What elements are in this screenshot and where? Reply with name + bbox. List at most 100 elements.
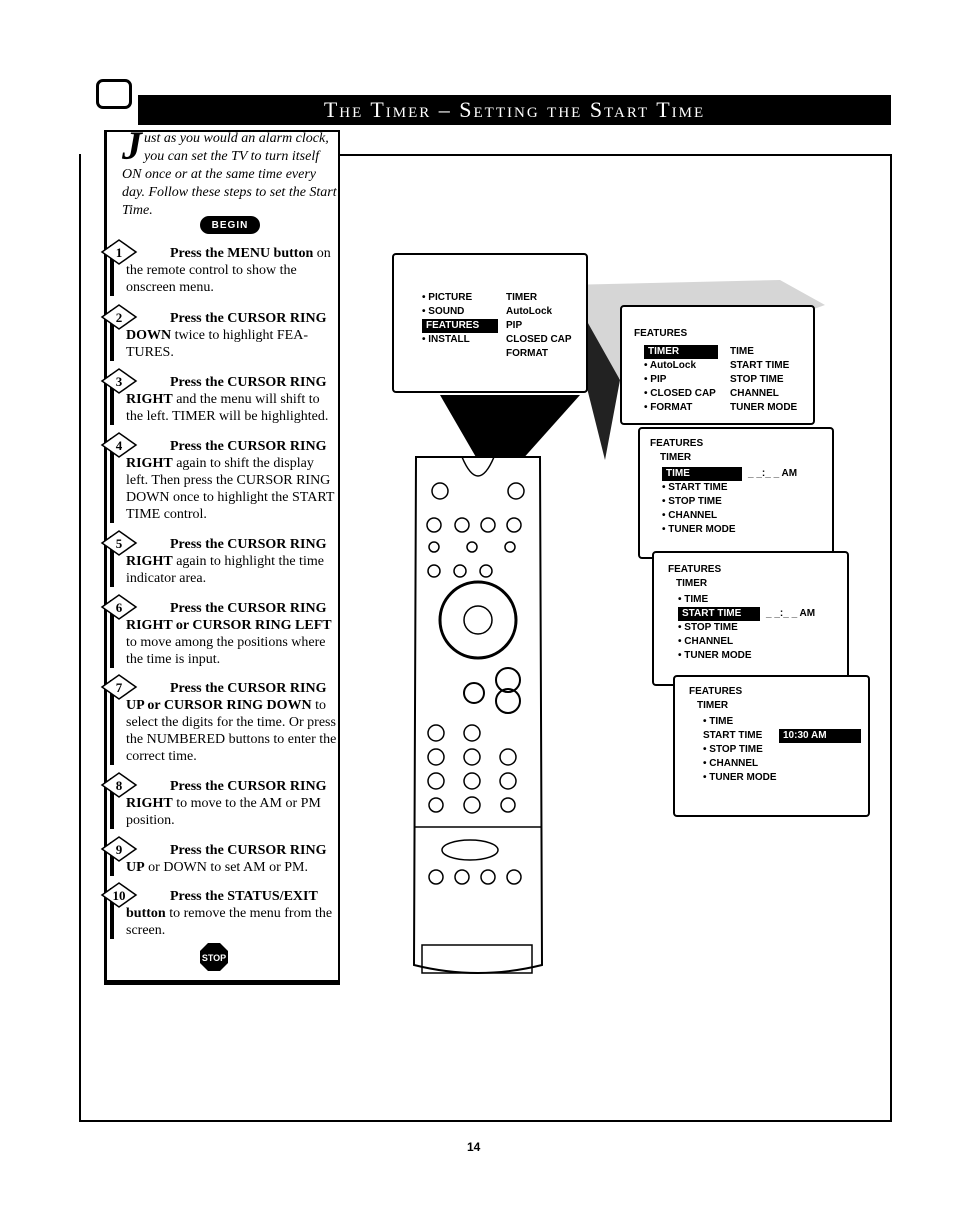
menu4-time-value: _ _:_ _ AM [766,608,816,619]
step-bold-text: Press the MENU button [170,246,314,261]
step-number: 4 [116,438,123,453]
step-number-diamond-icon: 9 [100,836,138,862]
step-rest-text: to move among the positions where the ti… [126,635,326,667]
step-number: 1 [116,245,123,260]
step-number: 9 [116,842,123,857]
step-rest-text: again to highlight the time indicator ar… [126,554,324,586]
step-number: 2 [116,310,123,325]
step-number-diamond-icon: 7 [100,674,138,700]
menu1-item: PIP [506,320,523,331]
step-number: 8 [116,778,123,793]
menu3-item: • TUNER MODE [662,524,736,535]
tv-menu-timer-3: FEATURES TIMER • TIME START TIME • STOP … [673,675,870,817]
stop-label: STOP [202,953,226,963]
menu5-subtitle: TIMER [697,700,729,711]
menu2-item: • AutoLock [644,360,697,371]
menu4-item-highlighted: START TIME [678,607,760,621]
step-rest-text: to select the digits for the time. Or pr… [126,698,337,764]
menu3-items: TIME • START TIME • STOP TIME • CHANNEL … [662,467,742,537]
menu2-item: START TIME [730,360,790,371]
step-bold-text: Press the CURSOR RING RIGHT [126,375,327,407]
menu3-item: • START TIME [662,482,728,493]
step-rest-text: on the remote control to show the onscre… [126,246,331,295]
step-text: Press the CURSOR RING RIGHT to move to t… [110,778,338,829]
menu1-right-column: TIMER AutoLock PIP CLOSED CAP FORMAT [506,291,572,361]
section-icon [96,79,132,109]
step-bold-text: Press the CURSOR RING RIGHT or CURSOR RI… [126,601,332,633]
menu1-item: • SOUND [422,306,465,317]
menu2-item: • CLOSED CAP [644,388,716,399]
menu5-item: • TIME [703,716,734,727]
step-text: Press the CURSOR RING DOWN twice to high… [110,310,338,361]
menu1-item: • INSTALL [422,334,470,345]
menu1-item: TIMER [506,292,538,303]
menu3-subtitle: TIMER [660,452,692,463]
step-number-diamond-icon: 8 [100,772,138,798]
menu5-item: START TIME [703,730,763,741]
menu3-title: FEATURES [650,438,704,449]
step-bold-text: Press the CURSOR RING RIGHT [126,537,327,569]
tv-menu-timer-1: FEATURES TIMER TIME • START TIME • STOP … [638,427,834,559]
step-number: 6 [116,600,123,615]
menu2-item: STOP TIME [730,374,784,385]
page-number: 14 [467,1140,481,1154]
begin-badge: BEGIN [200,216,260,234]
step-bold-text: Press the CURSOR RING RIGHT [126,439,327,471]
step-text: Press the CURSOR RING RIGHT again to shi… [110,438,338,523]
menu4-item: • CHANNEL [678,636,734,647]
menu1-left-column: • PICTURE • SOUND FEATURES • INSTALL [422,291,498,347]
menu2-left-column: TIMER • AutoLock • PIP • CLOSED CAP • FO… [644,345,718,415]
menu5-title: FEATURES [689,686,743,697]
step-rest-text: to move to the AM or PM position. [126,796,321,828]
menu1-item: FORMAT [506,348,549,359]
menu1-item: • PICTURE [422,292,473,303]
menu2-item: • FORMAT [644,402,693,413]
menu5-items: • TIME START TIME • STOP TIME • CHANNEL … [703,715,777,785]
intro-text: ust as you would an alarm clock, you can… [122,131,337,218]
main-frame [79,154,892,1122]
step-number-diamond-icon: 2 [100,304,138,330]
stop-icon: STOP [200,943,228,971]
menu3-item-highlighted: TIME [662,467,742,481]
step-text: Press the STATUS/EXIT button to remove t… [110,888,338,939]
step-number-diamond-icon: 1 [100,239,138,265]
step-text: Press the CURSOR RING RIGHT and the menu… [110,374,338,425]
step-rest-text: again to shift the display left. Then pr… [126,456,335,522]
menu2-item: CHANNEL [730,388,779,399]
step-bold-text: Press the CURSOR RING RIGHT [126,779,327,811]
instructions-panel [104,130,340,985]
menu2-item-highlighted: TIMER [644,345,718,359]
menu4-item: • TIME [678,594,709,605]
main-frame-top-rule [340,154,892,156]
step-bold-text: Press the STATUS/EXIT button [126,889,318,921]
tv-menu-main: • PICTURE • SOUND FEATURES • INSTALL TIM… [392,253,588,393]
menu2-item: • PIP [644,374,667,385]
menu3-time-value: _ _:_ _ AM [748,468,798,479]
step-rest-text: to remove the menu from the screen. [126,906,333,938]
step-bold-text: Press the CURSOR RING DOWN [126,311,327,343]
menu1-item-highlighted: FEATURES [422,319,498,333]
intro-dropcap: J [122,123,142,168]
step-item: 1 Press the MENU button on the remote con… [100,239,338,296]
step-bold-text: Press the CURSOR RING UP or CURSOR RING … [126,681,327,713]
remote-control [412,456,544,974]
menu3-item: • CHANNEL [662,510,718,521]
step-text: Press the CURSOR RING RIGHT again to hig… [110,536,338,587]
menu2-title: FEATURES [634,328,688,339]
menu3-item: • STOP TIME [662,496,722,507]
step-bold-text: Press the CURSOR RING UP [126,843,327,875]
menu1-item: CLOSED CAP [506,334,572,345]
step-rest-text: twice to highlight FEA-TURES. [126,328,309,360]
menu5-item: • CHANNEL [703,758,759,769]
step-number: 7 [116,680,123,695]
step-number-diamond-icon: 5 [100,530,138,556]
menu2-right-column: TIME START TIME STOP TIME CHANNEL TUNER … [730,345,797,415]
